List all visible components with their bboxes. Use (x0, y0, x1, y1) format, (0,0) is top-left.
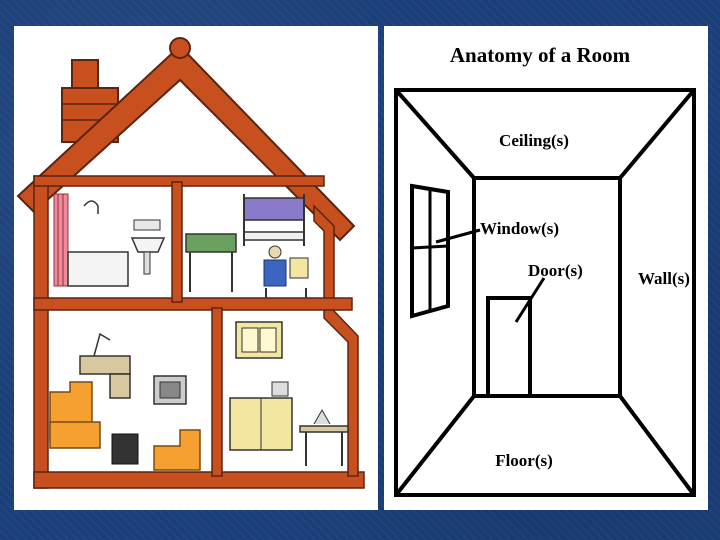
corner-line-bottom-right (618, 394, 696, 497)
corner-line-top-right (618, 88, 696, 180)
corner-line-top-left (394, 88, 476, 180)
diagram-title: Anatomy of a Room (450, 43, 631, 67)
house-illustration-panel (14, 26, 378, 510)
outer-room-frame (394, 88, 696, 497)
door-label: Door(s) (528, 261, 583, 280)
bedroom (185, 194, 309, 298)
kitchen (229, 321, 349, 466)
bathroom (53, 193, 166, 287)
house-cutaway-illustration (16, 37, 365, 489)
floor-label: Floor(s) (495, 451, 553, 470)
room-anatomy-diagram: Anatomy of a Room Ceiling(s) Window(s) D… (394, 43, 696, 497)
door-pointer-line (514, 277, 546, 323)
window-label: Window(s) (480, 219, 559, 238)
door-drawing (486, 296, 532, 398)
living-room (49, 332, 201, 471)
room-anatomy-panel: Anatomy of a Room Ceiling(s) Window(s) D… (384, 26, 708, 510)
window-drawing (410, 183, 450, 319)
ceiling-label: Ceiling(s) (499, 131, 569, 150)
wall-label: Wall(s) (638, 269, 690, 288)
house-walls (33, 175, 365, 489)
corner-line-bottom-left (394, 394, 476, 497)
window-pointer-line (435, 228, 481, 244)
back-wall-outline (472, 176, 622, 398)
